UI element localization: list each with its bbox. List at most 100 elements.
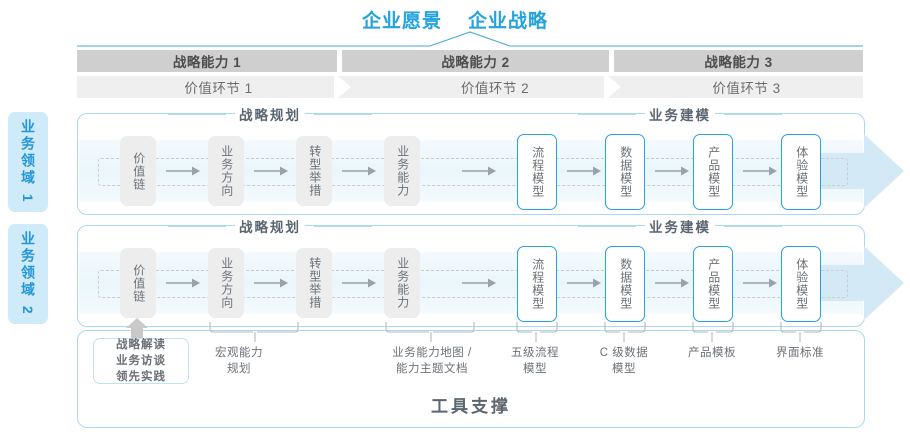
annotation-product-template: 产品模板 (666, 346, 758, 362)
row-2-planning-label: 战略规划 (235, 216, 305, 236)
annotation-five-level-process: 五级流程 模型 (489, 346, 581, 377)
row-2-modeling-title: 业务建模 (578, 216, 782, 236)
arrow-row1-m1-icon (567, 166, 601, 176)
sidebar-item-domain-2[interactable]: 业务领域 2 (8, 224, 48, 324)
domain-row-1: 战略规划 业务建模 价值链 业务方向 转型举措 业务能力 (77, 104, 904, 215)
row-1-flow-arrow-icon (819, 134, 904, 208)
enterprise-vision-title: 企业愿景 (361, 10, 442, 32)
node-label: 流程模型 (530, 146, 545, 198)
annotation-line-1: 五级流程 (511, 347, 559, 359)
arrow-row1-m2-icon (655, 166, 689, 176)
node-product-model-row1[interactable]: 产品模型 (693, 134, 733, 210)
annotation-macro-capability: 宏观能力 规划 (191, 346, 287, 377)
annotation-line-2: 能力主题文档 (396, 362, 468, 375)
node-transformation-measures-row2[interactable]: 转型举措 (296, 248, 332, 318)
row-2-modeling-label: 业务建模 (645, 216, 715, 236)
capability-bar-1: 战略能力 1 (77, 50, 337, 72)
annotation-line-1: C 级数据 (599, 347, 649, 359)
node-data-model-row2[interactable]: 数据模型 (605, 246, 645, 322)
annotation-line-2: 规划 (227, 362, 251, 375)
row-1-modeling-label: 业务建模 (645, 104, 715, 124)
capability-bar-2: 战略能力 2 (342, 50, 609, 72)
node-label: 数据模型 (618, 146, 633, 198)
arrow-row2-p1-icon (166, 278, 200, 288)
node-label: 产品模型 (706, 146, 721, 198)
annotation-line-3: 领先实践 (116, 371, 166, 384)
arrow-row1-bridge-icon (462, 166, 496, 176)
tent-connector (77, 31, 863, 47)
sidebar-item-domain-1[interactable]: 业务领域 1 (8, 112, 48, 212)
node-value-chain-row1[interactable]: 价值链 (120, 136, 156, 206)
value-bar-1-label: 价值环节 1 (184, 81, 253, 96)
title-rule-right (314, 113, 372, 115)
title-rule-left (578, 113, 636, 115)
arrow-row2-m1-icon (567, 278, 601, 288)
node-label: 价值链 (131, 151, 146, 191)
capability-bar-1-label: 战略能力 1 (172, 55, 242, 70)
node-label: 产品模型 (706, 258, 721, 310)
node-label: 业务能力 (395, 257, 410, 309)
node-label: 业务方向 (219, 145, 234, 197)
node-business-capability-row2[interactable]: 业务能力 (384, 248, 420, 318)
enterprise-strategy-title: 企业战略 (468, 10, 549, 32)
row-1-modeling-title: 业务建模 (578, 104, 782, 124)
annotation-line-1: 产品模板 (688, 347, 736, 359)
capability-bar-2-label: 战略能力 2 (441, 55, 510, 70)
value-bar-2: 价值环节 2 (360, 76, 630, 98)
node-business-direction-row1[interactable]: 业务方向 (208, 136, 244, 206)
annotation-line-1: 业务能力地图 / (392, 347, 472, 359)
row-2-rail (98, 270, 848, 298)
node-label: 价值链 (131, 263, 146, 303)
annotation-ui-standard: 界面标准 (754, 346, 846, 362)
sidebar-item-domain-1-label: 业务领域 1 (20, 119, 36, 205)
arrow-row2-p3-icon (342, 278, 376, 288)
annotation-line-2: 业务访谈 (116, 354, 166, 367)
arrow-row2-bridge-icon (462, 278, 496, 288)
row-1-planning-title: 战略规划 (168, 104, 372, 124)
title-rule-right (724, 225, 782, 227)
node-value-chain-row2[interactable]: 价值链 (120, 248, 156, 318)
node-label: 业务方向 (219, 257, 234, 309)
node-product-model-row2[interactable]: 产品模型 (693, 246, 733, 322)
row-2-flow-arrow-icon (819, 246, 904, 320)
arrow-row1-p2-icon (254, 166, 288, 176)
title-rule-left (578, 225, 636, 227)
title-rule-right (314, 225, 372, 227)
node-label: 体验模型 (794, 258, 809, 310)
value-chevron-1-icon (334, 76, 351, 98)
node-label: 数据模型 (618, 258, 633, 310)
annotation-capability-map: 业务能力地图 / 能力主题文档 (365, 346, 499, 377)
row-2-planning-title: 战略规划 (168, 216, 372, 236)
node-process-model-row1[interactable]: 流程模型 (517, 134, 557, 210)
domain-row-2: 战略规划 业务建模 价值链 业务方向 转型举措 业务能力 (77, 216, 904, 327)
node-label: 转型举措 (307, 257, 322, 309)
capability-bar-3: 战略能力 3 (614, 50, 863, 72)
node-business-capability-row1[interactable]: 业务能力 (384, 136, 420, 206)
annotation-line-1: 宏观能力 (215, 347, 263, 359)
vision-strategy-header: 企业愿景 企业战略 (0, 4, 910, 34)
node-experience-model-row2[interactable]: 体验模型 (781, 246, 821, 322)
annotation-line-2: 模型 (523, 362, 547, 375)
node-experience-model-row1[interactable]: 体验模型 (781, 134, 821, 210)
value-bar-1: 价值环节 1 (77, 76, 360, 98)
node-business-direction-row2[interactable]: 业务方向 (208, 248, 244, 318)
capability-bar-3-label: 战略能力 3 (704, 55, 773, 70)
annotation-line-1: 战略解读 (116, 338, 166, 351)
arrow-row2-m2-icon (655, 278, 689, 288)
arrow-row2-p2-icon (254, 278, 288, 288)
tool-support-panel: 工具支撑 (77, 330, 865, 428)
node-process-model-row2[interactable]: 流程模型 (517, 246, 557, 322)
annotation-line-1: 界面标准 (776, 347, 824, 359)
value-bar-3: 价值环节 3 (630, 76, 863, 98)
brace-connectors (209, 322, 822, 342)
node-transformation-measures-row1[interactable]: 转型举措 (296, 136, 332, 206)
value-bar-2-label: 价值环节 2 (460, 81, 530, 96)
node-label: 体验模型 (794, 146, 809, 198)
value-chevron-2-icon (604, 76, 621, 98)
arrow-row1-p3-icon (342, 166, 376, 176)
node-data-model-row1[interactable]: 数据模型 (605, 134, 645, 210)
arrow-row1-p1-icon (166, 166, 200, 176)
title-rule-left (168, 113, 226, 115)
annotation-strategy-interpretation[interactable]: 战略解读 业务访谈 领先实践 (93, 338, 189, 384)
arrow-row2-m3-icon (743, 278, 777, 288)
